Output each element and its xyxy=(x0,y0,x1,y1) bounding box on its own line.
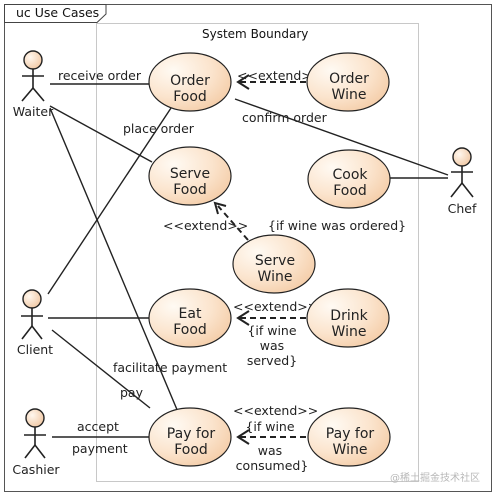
condition-pay-for-wine-line2: was xyxy=(258,443,282,458)
use-case-serve-food-line2: Food xyxy=(173,182,207,198)
assoc-client-order-food xyxy=(47,104,174,295)
use-case-order-food-line1: Order xyxy=(170,73,210,89)
use-case-order-food[interactable]: Order Food xyxy=(148,52,232,112)
label-receive-order: receive order xyxy=(58,68,142,83)
use-case-order-wine-line1: Order xyxy=(329,71,369,87)
use-case-order-food-shape xyxy=(148,52,232,112)
watermark: @稀土掘金技术社区 xyxy=(390,471,480,484)
condition-serve-wine: {if wine was ordered} xyxy=(268,218,406,233)
use-case-cook-food[interactable]: Cook Food xyxy=(307,149,391,209)
label-confirm-order: confirm order xyxy=(242,110,328,125)
system-boundary-label: System Boundary xyxy=(202,27,308,41)
label-payment: payment xyxy=(72,441,128,456)
use-case-pay-for-food-shape xyxy=(148,407,232,467)
label-facilitate-payment: facilitate payment xyxy=(113,360,227,375)
extend-label-drink-wine: <<extend>> xyxy=(233,299,318,314)
use-case-pay-for-food-line2: Food xyxy=(174,442,208,458)
actor-cashier-name: Cashier xyxy=(12,462,60,477)
use-case-eat-food-line1: Eat xyxy=(179,306,202,322)
use-case-pay-for-wine-line2: Wine xyxy=(333,442,368,458)
use-case-serve-wine-shape xyxy=(232,234,316,294)
assoc-client-pay-for-food xyxy=(51,329,151,409)
condition-drink-wine-line1: {if wine xyxy=(247,323,296,338)
use-case-order-wine-shape xyxy=(306,52,390,112)
use-case-serve-wine-line1: Serve xyxy=(255,253,295,269)
assoc-waiter-pay-for-food xyxy=(49,107,179,413)
use-case-eat-food-line2: Food xyxy=(173,322,207,338)
use-case-serve-wine[interactable]: Serve Wine xyxy=(232,234,316,294)
use-case-order-wine[interactable]: Order Wine xyxy=(306,52,390,112)
extend-label-serve-wine: <<extend>> xyxy=(163,218,248,233)
extend-arrowhead-serve-food xyxy=(213,201,227,215)
actor-cashier-legs xyxy=(24,443,46,459)
label-accept: accept xyxy=(77,419,119,434)
frame-tab xyxy=(4,4,107,23)
use-case-pay-for-food-line1: Pay for xyxy=(167,426,216,442)
actor-chef[interactable]: Chef xyxy=(448,147,477,216)
actor-cashier-head xyxy=(25,408,45,428)
condition-drink-wine-line3: served} xyxy=(247,353,297,368)
use-case-cook-food-line1: Cook xyxy=(332,167,368,183)
condition-pay-for-wine-line1: {if wine xyxy=(245,419,294,434)
actor-client-name: Client xyxy=(17,342,53,357)
use-case-pay-for-food[interactable]: Pay for Food xyxy=(148,407,232,467)
actor-waiter-name: Waiter xyxy=(13,104,54,119)
use-case-pay-for-wine-line1: Pay for xyxy=(326,426,375,442)
use-case-serve-wine-line2: Wine xyxy=(258,269,293,285)
use-case-pay-for-wine-shape xyxy=(307,407,391,467)
condition-pay-for-wine-line3: consumed} xyxy=(236,458,309,473)
use-case-serve-food[interactable]: Serve Food xyxy=(148,146,232,206)
extend-arrowhead-order-food xyxy=(236,74,250,90)
condition-drink-wine-line2: was xyxy=(260,338,284,353)
actor-cashier[interactable]: Cashier xyxy=(12,408,60,477)
assoc-chef-order-food xyxy=(234,98,449,176)
use-case-pay-for-wine[interactable]: Pay for Wine xyxy=(307,407,391,467)
use-case-eat-food-shape xyxy=(148,288,232,348)
actor-client[interactable]: Client xyxy=(17,289,53,357)
assoc-waiter-serve-food xyxy=(49,105,153,163)
extend-label-pay-for-wine: <<extend>> xyxy=(233,403,318,418)
use-case-order-food-line2: Food xyxy=(173,89,207,105)
actor-waiter-legs xyxy=(21,86,45,102)
extend-arrowhead-eat-food xyxy=(236,310,250,326)
label-place-order: place order xyxy=(123,121,195,136)
extend-arrowhead-pay-for-food xyxy=(236,429,250,445)
use-case-serve-food-shape xyxy=(148,146,232,206)
actor-waiter-head xyxy=(23,50,43,70)
use-case-drink-wine-shape xyxy=(306,288,390,348)
frame-title: uc Use Cases xyxy=(16,5,99,20)
label-pay: pay xyxy=(120,385,144,400)
extend-label-order-wine: <<extend>> xyxy=(237,68,322,83)
use-case-drink-wine[interactable]: Drink Wine xyxy=(306,288,390,348)
use-case-cook-food-shape xyxy=(307,149,391,209)
actor-client-head xyxy=(22,289,42,309)
use-case-order-wine-line2: Wine xyxy=(332,87,367,103)
use-case-serve-food-line1: Serve xyxy=(170,166,210,182)
actor-chef-head xyxy=(452,147,472,167)
use-case-cook-food-line2: Food xyxy=(333,183,367,199)
use-case-drink-wine-line1: Drink xyxy=(330,308,368,324)
actor-client-legs xyxy=(21,324,43,340)
diagram-frame xyxy=(4,4,492,492)
actor-chef-legs xyxy=(450,181,474,198)
system-boundary xyxy=(96,23,419,482)
use-case-eat-food[interactable]: Eat Food xyxy=(148,288,232,348)
use-case-drink-wine-line2: Wine xyxy=(332,324,367,340)
actor-waiter[interactable]: Waiter xyxy=(13,50,54,119)
extend-serve-wine xyxy=(217,205,249,241)
actor-chef-name: Chef xyxy=(448,201,477,216)
